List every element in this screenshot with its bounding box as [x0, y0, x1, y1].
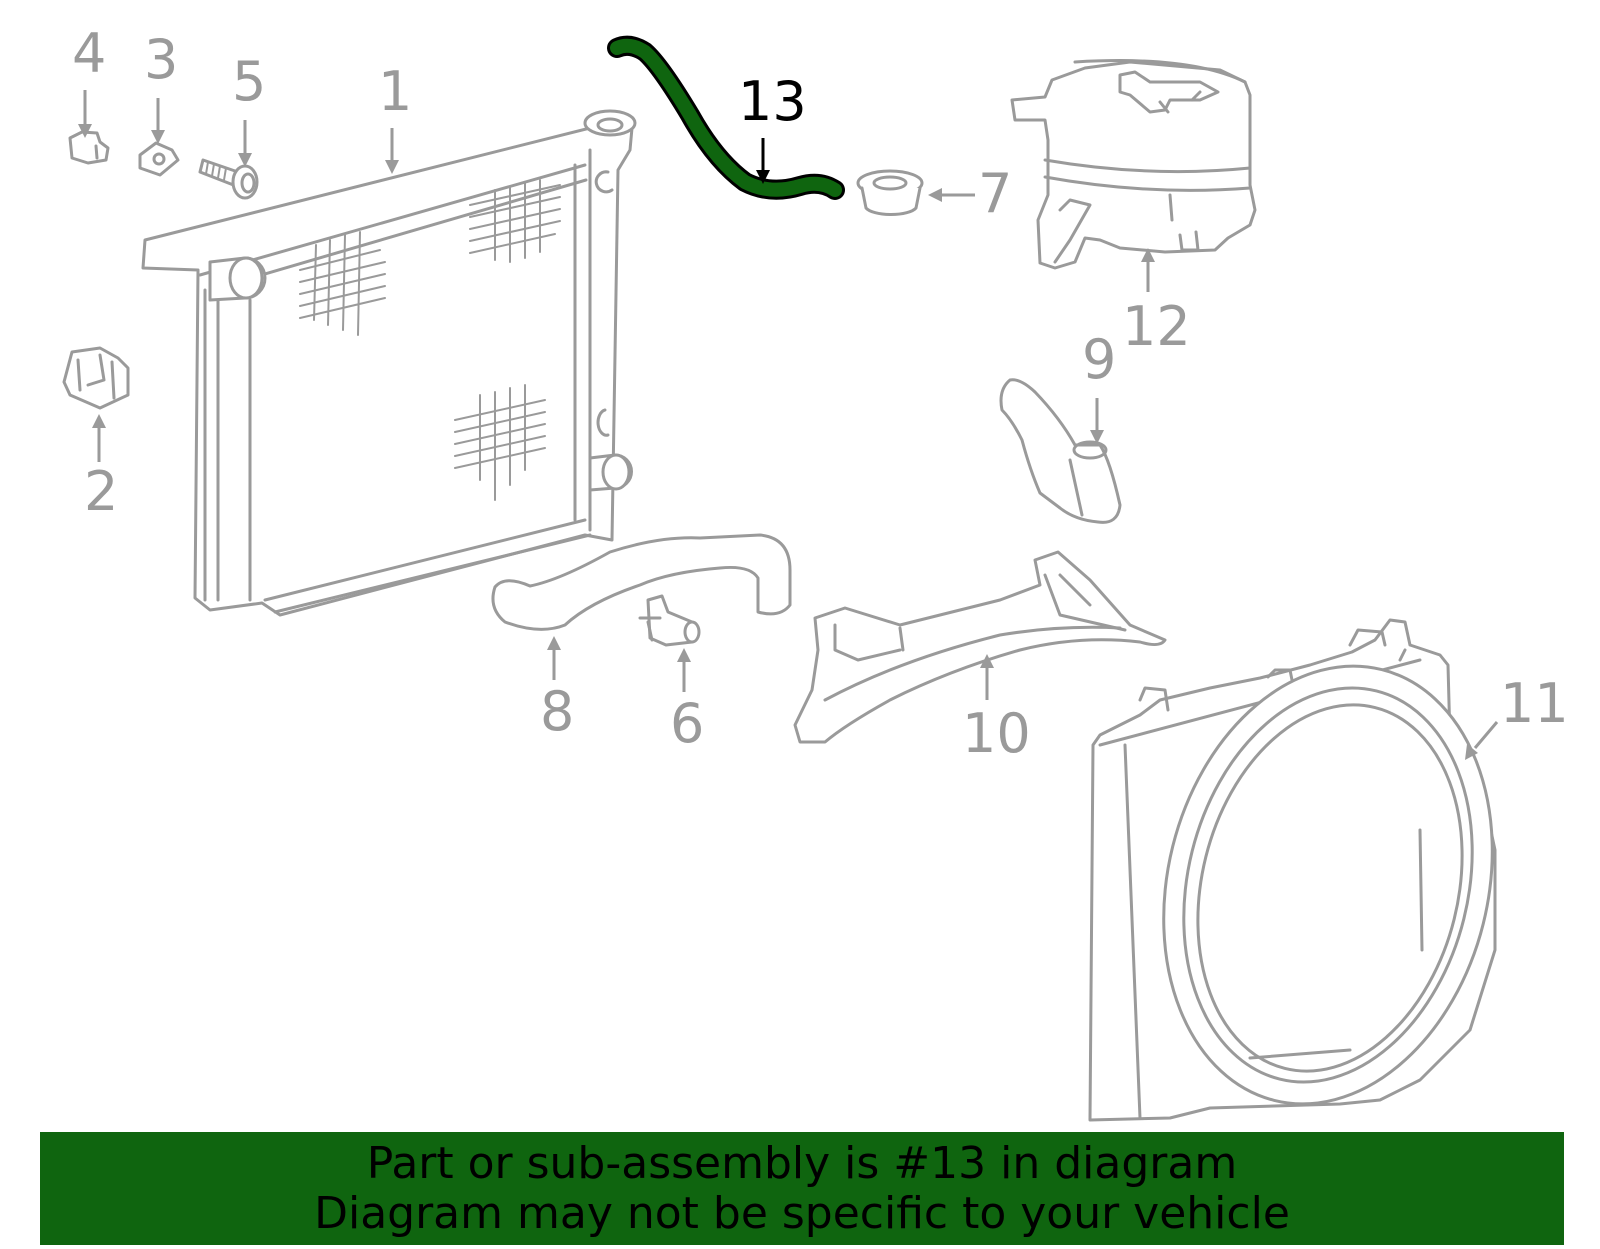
banner-line-1: Part or sub-assembly is #13 in diagram — [366, 1137, 1238, 1189]
callout-10-label: 10 — [962, 702, 1031, 765]
callout-3-label: 3 — [144, 28, 178, 91]
part-7-cap — [856, 169, 924, 217]
callout-6: 6 — [670, 648, 704, 755]
part-13-upper-hose — [607, 35, 845, 200]
callout-11: 11 — [1465, 672, 1569, 760]
part-6-petcock — [638, 594, 701, 647]
part-11-fan-shroud — [1088, 618, 1497, 1122]
part-10-shroud-upper — [793, 550, 1167, 744]
part-8-lower-hose — [491, 533, 792, 631]
part-12-reservoir — [1010, 59, 1257, 270]
callout-6-label: 6 — [670, 692, 704, 755]
callout-3: 3 — [144, 28, 178, 144]
callout-13-label: 13 — [738, 70, 807, 133]
callout-8-label: 8 — [540, 680, 574, 743]
callout-11-label: 11 — [1500, 672, 1569, 735]
callout-12-label: 12 — [1122, 295, 1191, 358]
callout-8: 8 — [540, 636, 574, 743]
part-3-clip — [138, 141, 180, 177]
info-banner: Part or sub-assembly is #13 in diagram D… — [40, 1132, 1564, 1245]
callout-7: 7 — [928, 162, 1012, 225]
callout-10: 10 — [962, 654, 1031, 765]
callout-7-label: 7 — [978, 162, 1012, 225]
callout-4: 4 — [72, 22, 106, 138]
callout-12: 12 — [1122, 248, 1191, 358]
callout-9-label: 9 — [1082, 328, 1116, 391]
callout-5: 5 — [232, 50, 266, 167]
part-4-nut — [68, 130, 110, 165]
callout-9: 9 — [1082, 328, 1116, 444]
callout-1: 1 — [378, 60, 412, 174]
callout-13: 13 — [738, 70, 807, 184]
part-9-overflow-hose — [999, 378, 1122, 524]
callout-2: 2 — [84, 414, 118, 523]
callout-1-label: 1 — [378, 60, 412, 123]
part-1-radiator — [141, 109, 637, 617]
callout-4-label: 4 — [72, 22, 106, 85]
banner-line-2: Diagram may not be specific to your vehi… — [314, 1187, 1290, 1239]
callout-5-label: 5 — [232, 50, 266, 113]
callout-2-label: 2 — [84, 460, 118, 523]
part-5-bolt — [198, 158, 259, 200]
part-2-bracket — [62, 346, 130, 410]
